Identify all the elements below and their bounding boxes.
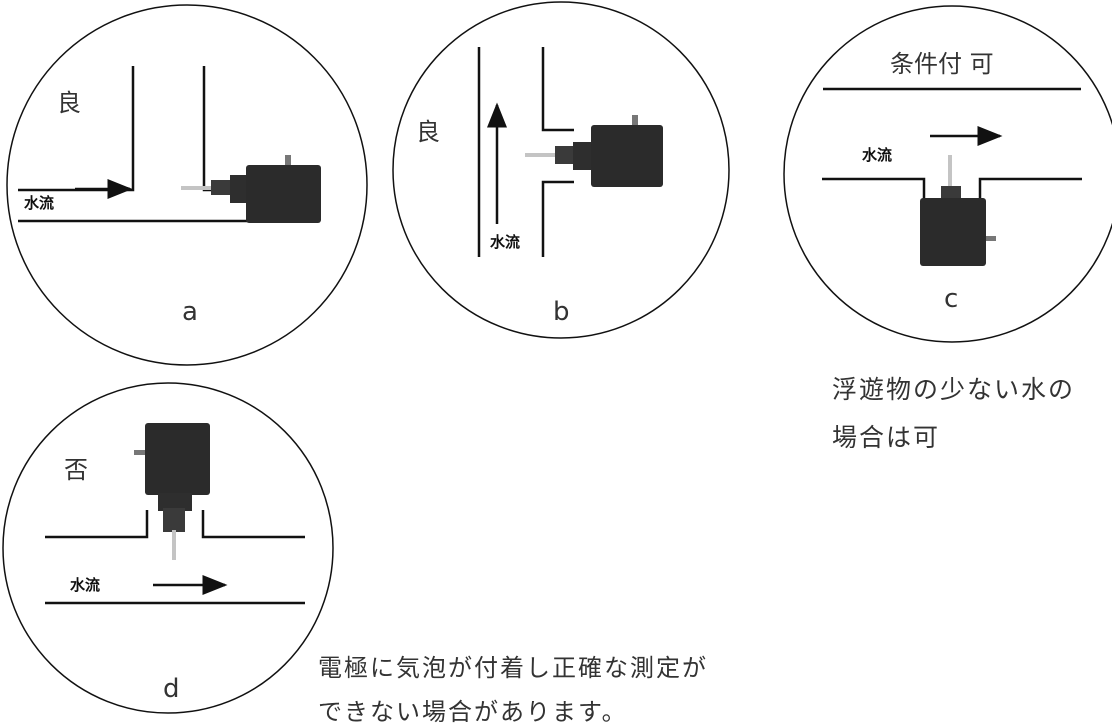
panel-b-circle: [392, 1, 730, 339]
panel-a-letter: a: [182, 297, 198, 327]
panel-c-flow-label: 水流: [862, 146, 892, 164]
panel-b-flow-label: 水流: [490, 233, 520, 251]
panel-b-quality-label: 良: [416, 118, 440, 146]
panel-d-flow-label: 水流: [70, 576, 100, 594]
panel-a: 水流 良 a: [6, 4, 368, 366]
panel-d: 否 水流 d: [2, 382, 334, 714]
panel-b: 水流 良 b: [392, 1, 730, 339]
panel-d-pipe: [45, 510, 305, 605]
panel-b-sensor: [525, 115, 663, 187]
panel-c-circle: [783, 5, 1112, 343]
panel-c-note-line1: 浮遊物の少ない水の: [832, 375, 1076, 404]
panel-c-sensor: [920, 155, 996, 266]
panel-c-letter: c: [944, 284, 958, 314]
panel-a-flow-label: 水流: [24, 194, 54, 212]
panel-d-letter: d: [163, 674, 180, 704]
panel-c-condition-label: 条件付 可: [890, 50, 994, 78]
panel-b-letter: b: [553, 297, 570, 327]
panel-d-note-line1: 電極に気泡が付着し正確な測定が: [318, 654, 708, 682]
panel-c-note-line2: 場合は可: [832, 423, 941, 452]
panel-d-note-line2: できない場合があります。: [318, 698, 628, 726]
panel-a-sensor: [181, 155, 321, 223]
panel-c: 条件付 可 水流 c: [783, 5, 1112, 343]
panel-d-circle: [2, 382, 334, 714]
panel-d-quality-label: 否: [64, 456, 88, 484]
panel-b-pipe: [477, 47, 574, 257]
panel-a-quality-label: 良: [57, 89, 81, 117]
panel-a-circle: [6, 4, 368, 366]
panel-d-sensor: [134, 423, 210, 560]
